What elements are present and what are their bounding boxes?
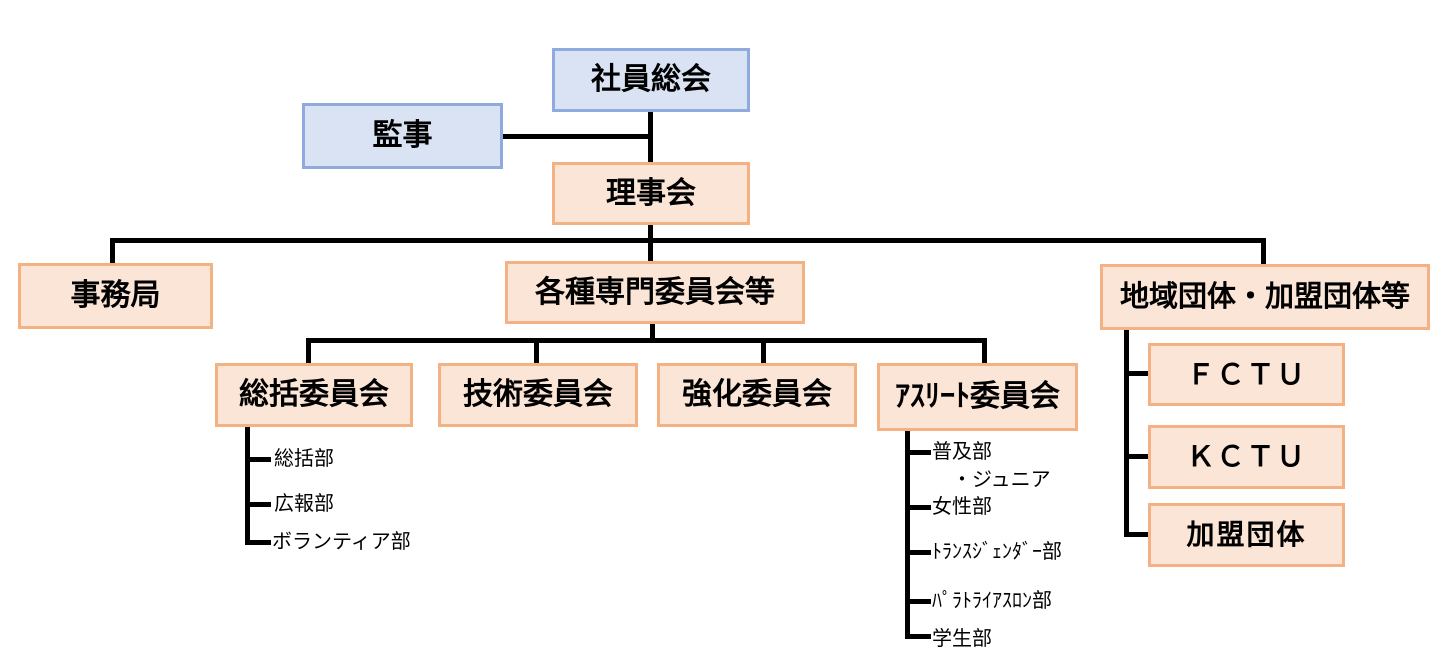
node-strengthening-committee-label: 強化委員会	[682, 378, 832, 411]
node-athlete-committee: ｱｽﾘｰﾄ委員会	[877, 363, 1078, 431]
node-fctu: ＦＣＴＵ	[1148, 343, 1345, 406]
node-special-committees: 各種専門委員会等	[505, 261, 805, 324]
node-kctu-label: ＫＣＴＵ	[1186, 441, 1307, 472]
dept-label-volunteer: ボランティア部	[272, 531, 411, 553]
tree-tick-soukatsu	[245, 457, 271, 462]
node-general-meeting: 社員総会	[552, 48, 750, 112]
tree-tick-member-orgs	[1124, 532, 1150, 537]
connector-technical-drop	[534, 338, 539, 364]
dept-label-paratriathlon: ﾊﾟﾗﾄﾗｲｱｽﾛﾝ部	[932, 590, 1052, 612]
connector-general-affairs-drop	[306, 338, 311, 364]
tree-tick-kctu	[1124, 454, 1150, 459]
tree-tick-kouhou	[245, 502, 271, 507]
node-auditor: 監事	[302, 103, 503, 169]
dept-label-gakusei: 学生部	[932, 628, 992, 650]
node-board-of-directors: 理事会	[552, 162, 750, 225]
node-athlete-committee-label: ｱｽﾘｰﾄ委員会	[895, 380, 1060, 413]
node-special-committees-label: 各種専門委員会等	[535, 275, 775, 309]
dept-label-transgender: ﾄﾗﾝｽｼﾞｪﾝﾀﾞｰ部	[932, 541, 1062, 563]
dept-label-soukatsu: 総括部	[274, 448, 334, 470]
node-regional-member-orgs-label: 地域団体・加盟団体等	[1119, 280, 1410, 313]
dept-label-fukyu: 普及部	[932, 441, 992, 463]
node-general-meeting-label: 社員総会	[591, 63, 711, 96]
tree-tick-paratriathlon	[905, 599, 931, 604]
node-technical-committee-label: 技術委員会	[463, 378, 613, 411]
node-secretariat: 事務局	[18, 263, 213, 329]
tree-tick-josei	[905, 505, 931, 510]
connector-level2-bus	[110, 238, 1266, 243]
connector-strengthening-drop	[761, 338, 766, 364]
node-auditor-label: 監事	[372, 119, 433, 152]
connector-level3-bus	[306, 338, 987, 343]
tree-general-affairs-trunk	[245, 427, 250, 545]
connector-auditor-to-trunk	[501, 134, 651, 139]
node-kctu: ＫＣＴＵ	[1148, 425, 1345, 489]
node-member-organizations: 加盟団体	[1148, 503, 1345, 567]
node-fctu-label: ＦＣＴＵ	[1186, 358, 1307, 390]
dept-label-kouhou: 広報部	[274, 493, 334, 515]
connector-board-to-level2	[648, 225, 653, 263]
tree-regional-trunk	[1124, 330, 1129, 537]
node-general-affairs-committee-label: 総括委員会	[239, 378, 389, 411]
node-general-affairs-committee: 総括委員会	[215, 363, 413, 427]
tree-tick-fukyu	[905, 450, 931, 455]
tree-tick-gakusei	[905, 634, 931, 639]
tree-athlete-trunk	[905, 431, 910, 639]
node-strengthening-committee: 強化委員会	[657, 363, 857, 427]
dept-label-fukyu-junior: ・ジュニア	[952, 469, 1051, 491]
dept-label-josei: 女性部	[932, 496, 992, 518]
tree-tick-volunteer	[245, 540, 271, 545]
node-board-of-directors-label: 理事会	[606, 176, 696, 210]
tree-tick-fctu	[1124, 371, 1150, 376]
connector-committees-to-level3	[650, 324, 655, 342]
node-member-organizations-label: 加盟団体	[1186, 519, 1307, 550]
tree-tick-transgender	[905, 550, 931, 555]
connector-secretariat-drop	[110, 238, 115, 265]
connector-athlete-drop	[982, 338, 987, 364]
node-regional-member-orgs: 地域団体・加盟団体等	[1100, 264, 1430, 330]
connector-regional-drop	[1261, 238, 1266, 266]
node-technical-committee: 技術委員会	[438, 363, 638, 427]
node-secretariat-label: 事務局	[70, 279, 161, 312]
